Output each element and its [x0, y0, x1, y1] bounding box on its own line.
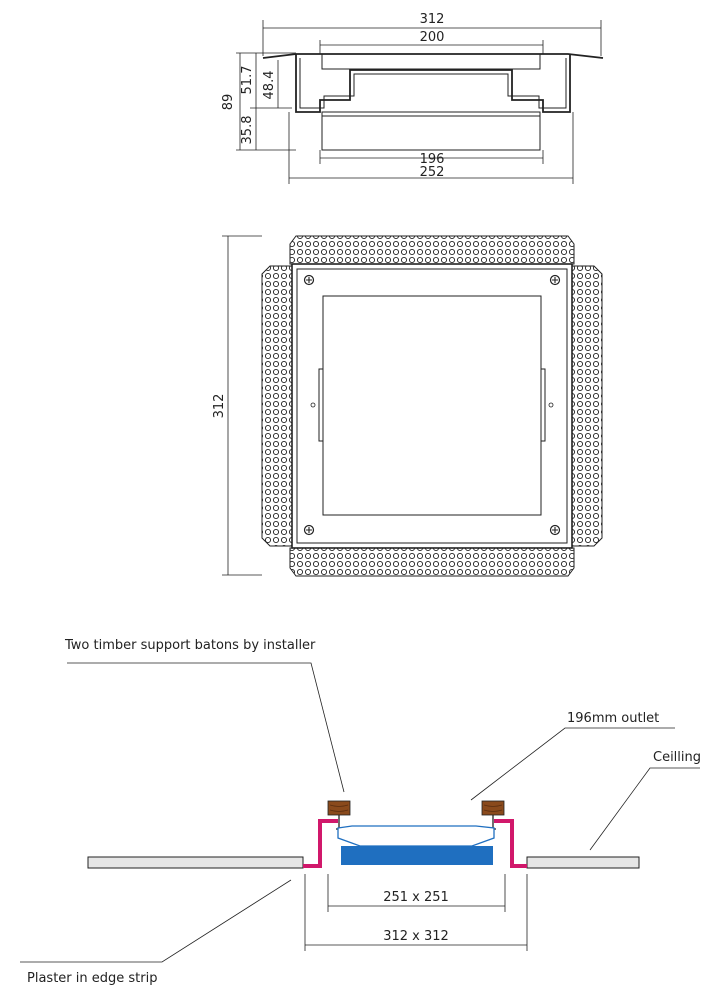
label-outlet: 196mm outlet: [567, 711, 659, 726]
perforated-flange-bottom: [289, 547, 575, 577]
dim-height-inner: 48.4: [262, 71, 277, 100]
label-ceiling: Ceilling: [653, 750, 701, 765]
outlet-spigot: [321, 111, 541, 151]
top-flange: [262, 53, 604, 59]
leader-ceiling: [589, 767, 700, 851]
perforated-flange-left: [261, 265, 293, 547]
top-cap: [321, 53, 541, 70]
dim-inner: 251 x 251: [383, 890, 449, 905]
perforated-flange-top: [289, 235, 575, 265]
body-outline: [295, 54, 571, 113]
timber-baton-right: [481, 800, 505, 816]
installation-section: Two timber support batons by installer 1…: [20, 638, 701, 986]
frame-profile-right: [494, 819, 527, 868]
pivot-right: [548, 402, 554, 408]
plan-view: 312: [212, 235, 603, 577]
dim-height-total: 89: [221, 94, 236, 111]
dim-plan-side: 312: [212, 394, 227, 419]
body-inner: [299, 58, 567, 109]
label-plaster: Plaster in edge strip: [27, 971, 157, 986]
leader-batons: [67, 662, 345, 793]
plan-frame-inner: [296, 268, 568, 544]
dim-height-upper: 51.7: [240, 66, 255, 95]
dim-height-lower: 35.8: [240, 116, 255, 145]
screw-icon: [549, 524, 561, 536]
outlet-plenum: [337, 825, 495, 847]
timber-baton-left: [327, 800, 351, 816]
plan-frame: [291, 263, 573, 549]
frame-profile-left: [303, 819, 338, 868]
dim-top-outer: 312: [420, 12, 445, 27]
side-elevation: 312 200 89 51.7 35.8 48.4 196 252: [221, 12, 604, 184]
dim-top-inner: 200: [420, 30, 445, 45]
dim-bottom-inner: 196: [420, 152, 445, 167]
dim-outer: 312 x 312: [383, 929, 449, 944]
diffuser-face: [341, 846, 493, 865]
screw-icon: [549, 274, 561, 286]
leader-outlet: [470, 727, 675, 801]
screw-icon: [303, 524, 315, 536]
leader-plaster: [20, 879, 292, 963]
ceiling-left: [87, 856, 304, 869]
perforated-flange-right: [571, 265, 603, 547]
screw-icon: [303, 274, 315, 286]
side-clip-left: [318, 368, 324, 442]
ceiling-right: [526, 856, 640, 869]
side-clip-right: [540, 368, 546, 442]
label-batons: Two timber support batons by installer: [64, 638, 316, 653]
dim-bottom-outer: 252: [420, 165, 445, 180]
pivot-left: [310, 402, 316, 408]
